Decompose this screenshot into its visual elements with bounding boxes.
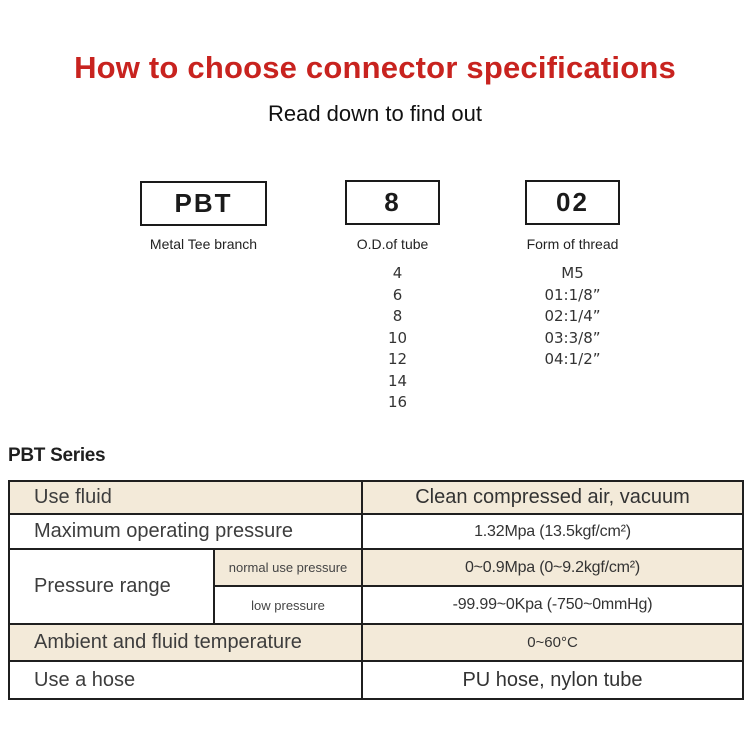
- list-item: 6: [392, 285, 403, 304]
- code-box-series: PBT: [140, 181, 267, 226]
- page-title: How to choose connector specifications: [74, 50, 676, 85]
- list-item: M5: [561, 264, 584, 282]
- row-value: 0~60°C: [361, 623, 744, 662]
- table-row-max-pressure: Maximum operating pressure 1.32Mpa (13.5…: [8, 513, 744, 550]
- list-item: 4: [392, 264, 403, 282]
- sub-row-label: low pressure: [213, 585, 363, 625]
- row-label: Pressure range: [8, 548, 215, 625]
- list-item: 12: [387, 350, 408, 368]
- list-item: 01:1/8”: [544, 285, 601, 304]
- code-box-thread-form-label: Form of thread: [526, 236, 619, 252]
- row-value: PU hose, nylon tube: [361, 660, 744, 700]
- code-box-tube-od: 8: [345, 180, 440, 225]
- list-item: 8: [392, 307, 403, 325]
- sub-row-label: normal use pressure: [213, 548, 363, 587]
- table-row-pressure-range-low: low pressure -99.99~0Kpa (-750~0mmHg): [9, 585, 744, 625]
- list-item: 02:1/4”: [544, 307, 601, 325]
- row-label: Ambient and fluid temperature: [8, 623, 363, 662]
- row-value: -99.99~0Kpa (-750~0mmHg): [361, 585, 744, 625]
- code-box-series-label: Metal Tee branch: [149, 236, 258, 252]
- page-subtitle: Read down to find out: [267, 101, 483, 126]
- series-heading: PBT Series: [8, 445, 106, 466]
- table-row-use-fluid: Use fluid Clean compressed air, vacuum: [8, 480, 744, 515]
- list-item: 14: [387, 371, 408, 390]
- row-value: 1.32Mpa (13.5kgf/cm²): [361, 513, 744, 550]
- tube-od-option-list: 4 6 8 10 12 14 16: [350, 263, 445, 414]
- list-item: 04:1/2”: [544, 350, 601, 368]
- row-label: Maximum operating pressure: [8, 513, 363, 550]
- code-box-thread-form-text: 02: [556, 187, 589, 217]
- row-value: 0~0.9Mpa (0~9.2kgf/cm²): [361, 548, 744, 587]
- table-row-hose: Use a hose PU hose, nylon tube: [8, 660, 744, 700]
- table-row-pressure-range-normal: Pressure range normal use pressure 0~0.9…: [8, 548, 744, 625]
- spec-table: Use fluid Clean compressed air, vacuum M…: [8, 480, 744, 700]
- row-value: Clean compressed air, vacuum: [361, 480, 744, 515]
- code-box-tube-od-text: 8: [384, 187, 401, 217]
- row-label: Use fluid: [8, 480, 363, 515]
- table-row-temperature: Ambient and fluid temperature 0~60°C: [8, 623, 744, 662]
- list-item: 16: [387, 393, 408, 411]
- list-item: 10: [387, 328, 408, 347]
- code-box-tube-od-label: O.D.of tube: [356, 236, 429, 252]
- list-item: 03:3/8”: [544, 328, 601, 347]
- row-label: Use a hose: [8, 660, 363, 700]
- thread-form-option-list: M5 01:1/8” 02:1/4” 03:3/8” 04:1/2”: [525, 263, 620, 371]
- code-box-series-text: PBT: [174, 188, 233, 218]
- code-box-thread-form: 02: [525, 180, 620, 225]
